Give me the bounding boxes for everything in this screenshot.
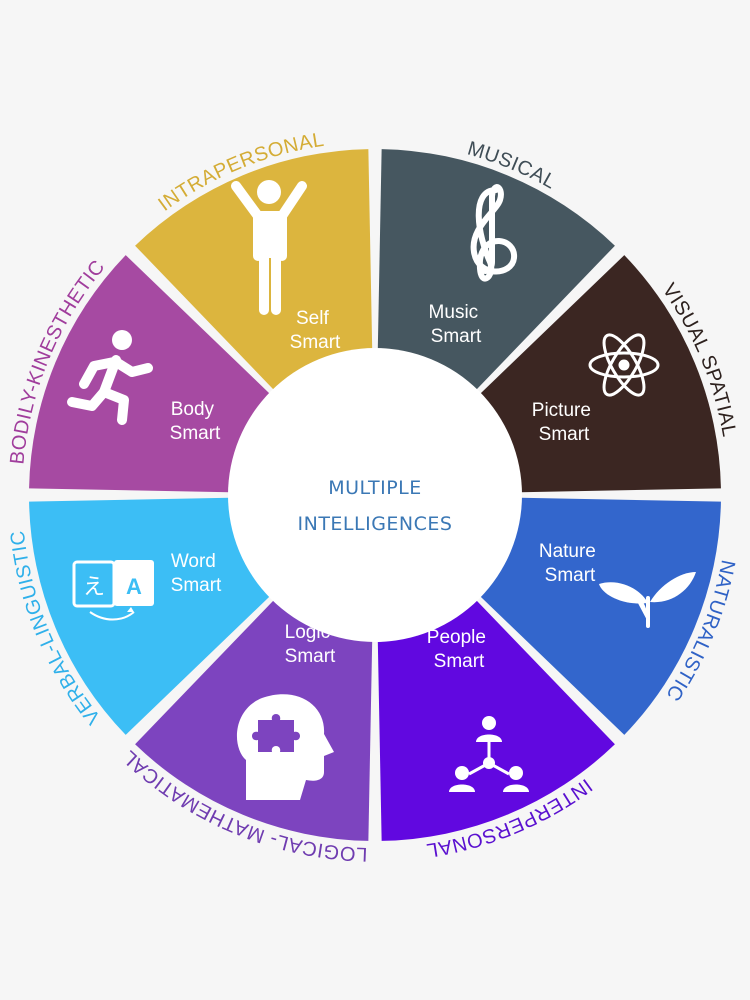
center-circle xyxy=(228,348,522,642)
translate-icon: え A xyxy=(72,560,154,621)
treble-clef-icon xyxy=(470,184,517,282)
people-network-icon xyxy=(449,716,529,792)
segment-labels: Music Smart Picture Smart Nature Smart P… xyxy=(170,302,601,672)
segment-label-visual-spatial: Picture Smart xyxy=(532,400,596,445)
segment-label-musical: Music Smart xyxy=(429,302,484,347)
segment-label-interpersonal: People Smart xyxy=(427,627,491,672)
svg-text:A: A xyxy=(126,574,142,599)
svg-text:え: え xyxy=(83,575,105,600)
running-person-icon xyxy=(67,330,153,425)
segment-label-logical-mathematical: Logic Smart xyxy=(285,622,336,667)
segment-label-bodily-kinesthetic: Body Smart xyxy=(170,399,221,444)
segment-label-intrapersonal: Self Smart xyxy=(290,308,341,353)
title-line-2: INTELLIGENCES xyxy=(298,513,453,535)
person-arms-up-icon xyxy=(231,180,307,315)
segment-icons: え A xyxy=(67,180,696,800)
atom-icon xyxy=(588,333,660,397)
sprout-icon xyxy=(599,572,696,628)
segment-label-verbal-linguistic: Word Smart xyxy=(171,551,222,596)
segment-label-naturalistic: Nature Smart xyxy=(539,541,601,586)
title-line-1: MULTIPLE xyxy=(328,477,422,499)
head-puzzle-icon xyxy=(236,694,334,800)
